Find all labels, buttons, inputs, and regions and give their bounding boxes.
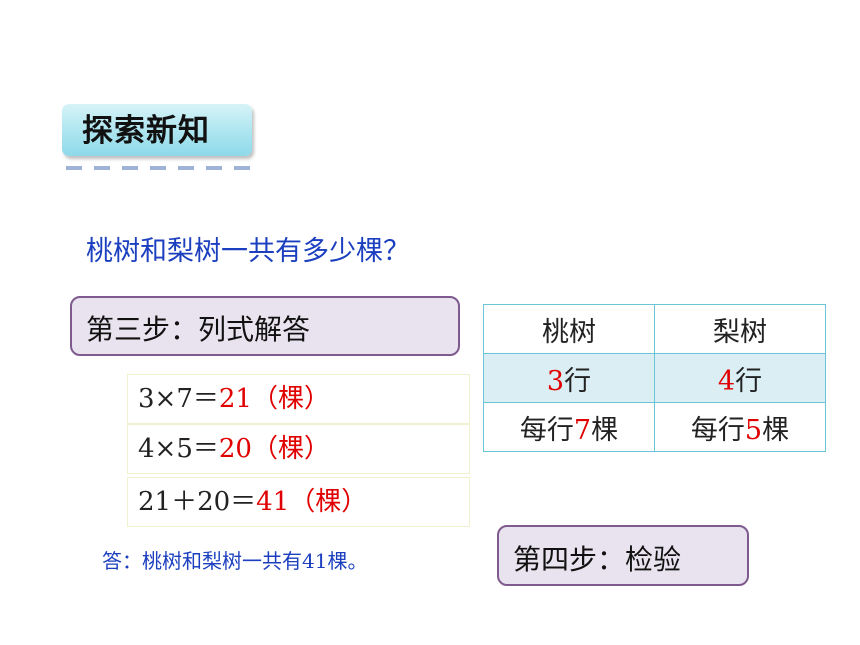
- header-pear: 梨树: [654, 304, 826, 354]
- equation-result: 21: [218, 384, 252, 414]
- equation-row: 21＋20＝41（棵）: [127, 477, 470, 527]
- equation-expr: 21＋20＝: [138, 487, 257, 517]
- peach-rows-cell: 3行: [483, 353, 655, 403]
- dashed-divider: [66, 166, 256, 170]
- table-header-row: 桃树 梨树: [483, 304, 826, 354]
- table-row-per-row: 每行7棵 每行5棵: [483, 402, 826, 452]
- header-peach: 桃树: [483, 304, 655, 354]
- step3-label: 第三步：列式解答: [86, 313, 311, 346]
- equation-unit: （棵）: [251, 384, 330, 414]
- step4-box: 第四步：检验: [497, 525, 749, 586]
- answer-text: 答：桃树和梨树一共有41棵。: [102, 549, 368, 573]
- equation-expr: 4×5＝: [138, 434, 219, 464]
- section-badge: [62, 104, 252, 156]
- step3-box: 第三步：列式解答: [70, 296, 460, 356]
- section-title: 探索新知: [82, 113, 210, 149]
- peach-per-row-cell: 每行7棵: [483, 402, 655, 452]
- equation-unit: （棵）: [251, 434, 330, 464]
- equation-expr: 3×7＝: [138, 384, 219, 414]
- equation-row: 4×5＝20（棵）: [127, 424, 470, 474]
- pear-per-row-cell: 每行5棵: [654, 402, 826, 452]
- tree-info-table: 桃树 梨树 3行 4行 每行7棵 每行5棵: [483, 304, 826, 452]
- question-text: 桃树和梨树一共有多少棵？: [86, 236, 410, 267]
- equation-unit: （棵）: [289, 487, 368, 517]
- equation-row: 3×7＝21（棵）: [127, 374, 470, 424]
- equation-result: 20: [218, 434, 252, 464]
- table-row-count: 3行 4行: [483, 353, 826, 403]
- step4-label: 第四步：检验: [513, 543, 682, 576]
- equation-result: 41: [256, 487, 290, 517]
- pear-rows-cell: 4行: [654, 353, 826, 403]
